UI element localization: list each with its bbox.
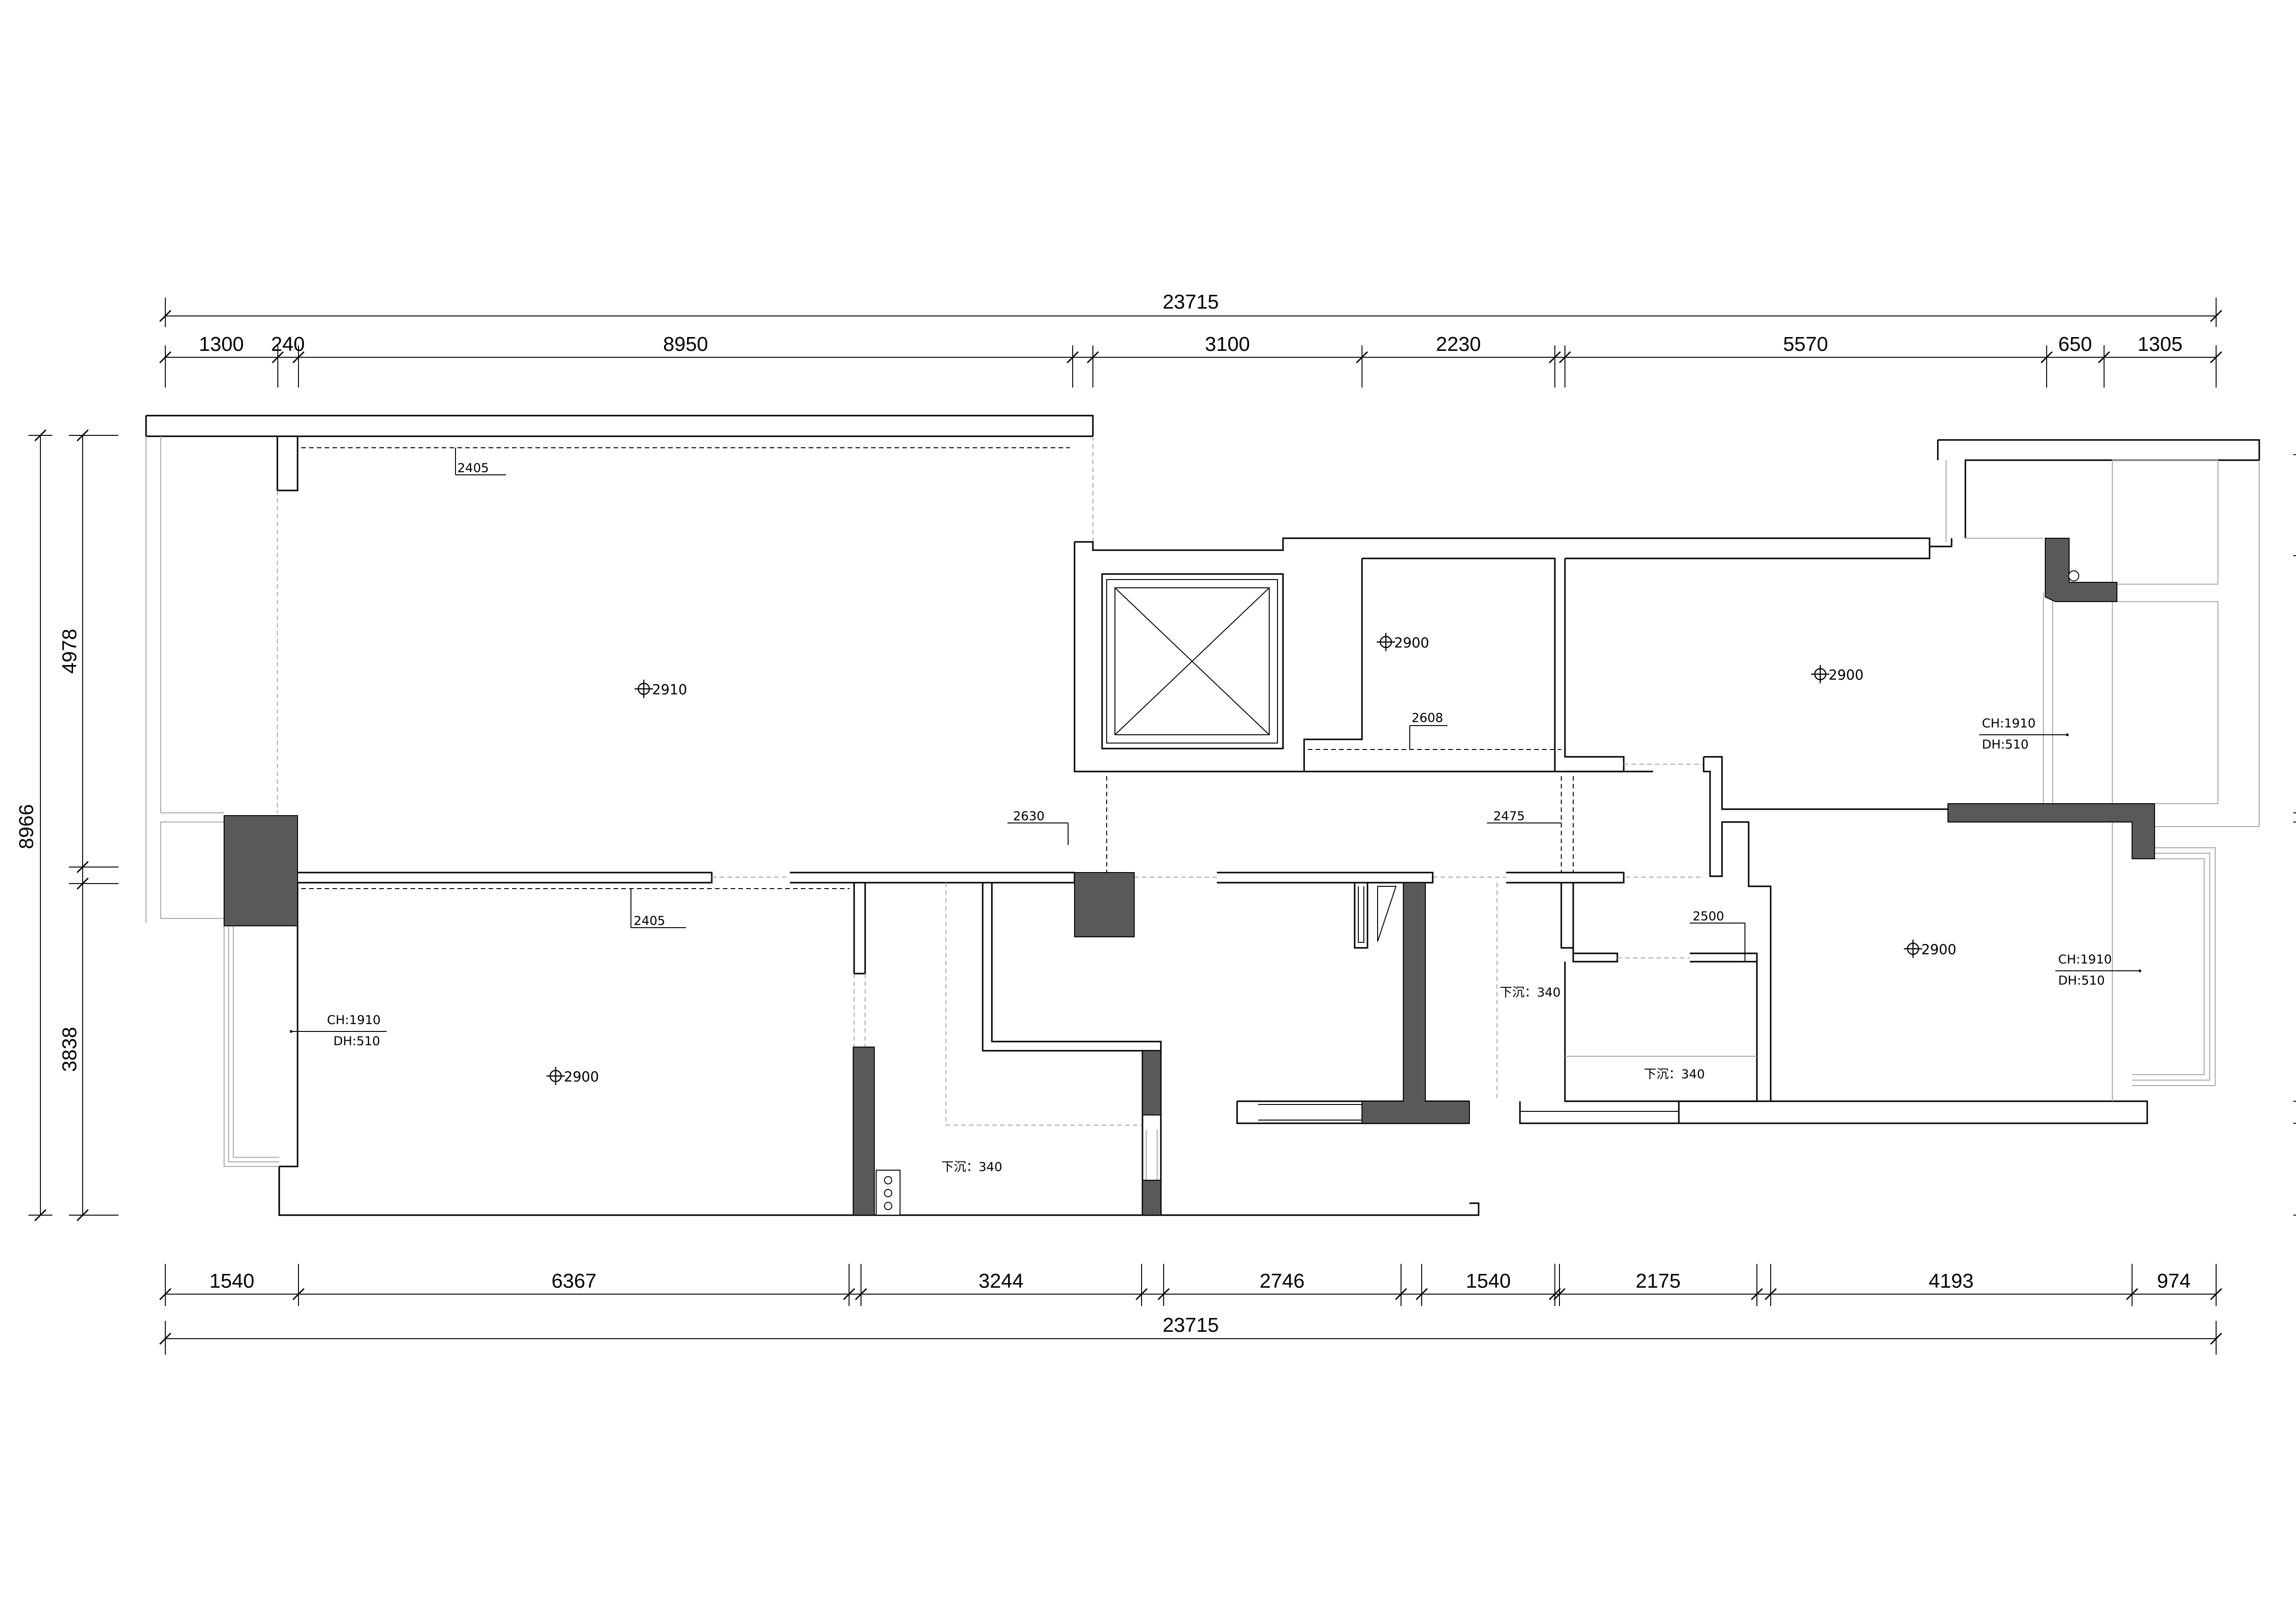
beam-height-6: 2500 xyxy=(1693,909,1724,924)
sunken-toilet: 下沉：340 xyxy=(1500,986,1561,1000)
top-dim-5: 2230 xyxy=(1436,333,1481,355)
column-bathroom xyxy=(1362,882,1470,1124)
column-center xyxy=(1074,872,1135,937)
bottom-dim-8: 974 xyxy=(2157,1270,2190,1292)
left-dim-1: 4978 xyxy=(58,629,81,674)
beam-height-3: 2630 xyxy=(1013,809,1045,823)
top-dim-4: 3100 xyxy=(1205,333,1250,355)
window-ch-bottom-right: CH:1910 xyxy=(2058,952,2112,967)
top-dim-1: 1300 xyxy=(199,333,244,355)
beam-height-1: 2405 xyxy=(457,461,489,475)
level-marker-living: 2910 xyxy=(635,680,687,698)
walls xyxy=(145,415,2260,1216)
column-right-top xyxy=(2045,538,2117,602)
column-kitchen-right xyxy=(1142,1050,1161,1115)
window-dh-bottom-right: DH:510 xyxy=(2058,974,2105,988)
left-overall-height: 8966 xyxy=(15,804,38,849)
sunken-labels: 下沉：340 下沉：340 下沉：340 xyxy=(941,986,1705,1174)
bottom-dim-2: 6367 xyxy=(551,1270,597,1292)
beam-height-4: 2608 xyxy=(1412,711,1443,725)
structural-columns xyxy=(224,538,2155,1216)
beam-height-5: 2475 xyxy=(1493,809,1525,823)
bottom-dim-1: 1540 xyxy=(209,1270,254,1292)
sunken-bath: 下沉：340 xyxy=(1644,1067,1705,1082)
beam-heights: 2405 2405 2630 2608 2475 2500 xyxy=(455,448,1745,962)
top-dim-7: 650 xyxy=(2058,333,2092,355)
level-marker-top-right: 2900 xyxy=(1811,665,1863,683)
pipe-icon xyxy=(2068,570,2079,581)
dimension-lines xyxy=(28,298,2296,1355)
overall-width-bottom: 23715 xyxy=(1163,1314,1219,1336)
level-top-right: 2900 xyxy=(1829,667,1863,683)
top-dim-8: 1305 xyxy=(2138,333,2183,355)
window-notes: CH:1910 DH:510 CH:1910 DH:510 CH:1910 DH… xyxy=(290,716,2141,1048)
beam-height-2: 2405 xyxy=(634,914,665,928)
dimension-labels: 23715 1300 240 8950 3100 2230 5570 650 1… xyxy=(15,291,2191,1336)
column-kitchen-right-low xyxy=(1142,1180,1161,1216)
stove-icon xyxy=(876,1170,900,1216)
bottom-dim-5: 1540 xyxy=(1466,1270,1511,1292)
overall-width-top: 23715 xyxy=(1163,291,1219,313)
top-dim-3: 8950 xyxy=(663,333,708,355)
level-bottom-right: 2900 xyxy=(1921,942,1956,958)
window-ch-top-right: CH:1910 xyxy=(1982,716,2036,731)
column-left xyxy=(224,815,298,926)
top-dim-6: 5570 xyxy=(1783,333,1828,355)
level-small-room: 2900 xyxy=(1394,635,1429,651)
level-marker-small-room: 2900 xyxy=(1377,633,1429,651)
beam-right-middle xyxy=(1947,803,2155,859)
left-dim-2: 3838 xyxy=(58,1027,81,1072)
level-marker-lower-left: 2900 xyxy=(546,1067,599,1085)
ceiling-levels: 2910 2900 2900 2900 2900 xyxy=(546,633,1956,1085)
level-lower-left: 2900 xyxy=(564,1069,599,1085)
bottom-dim-7: 4193 xyxy=(1929,1270,1974,1292)
column-kitchen xyxy=(853,1047,875,1216)
sunken-kitchen: 下沉：340 xyxy=(941,1160,1002,1174)
window-dh-top-right: DH:510 xyxy=(1982,738,2029,752)
bottom-dim-6: 2175 xyxy=(1636,1270,1681,1292)
top-dim-2: 240 xyxy=(271,333,304,355)
bottom-dim-4: 2746 xyxy=(1260,1270,1305,1292)
bottom-dim-3: 3244 xyxy=(979,1270,1024,1292)
level-living: 2910 xyxy=(652,682,687,698)
window-dh-left: DH:510 xyxy=(333,1034,380,1048)
window-ch-left: CH:1910 xyxy=(327,1013,381,1027)
level-marker-bottom-right: 2900 xyxy=(1904,940,1956,958)
